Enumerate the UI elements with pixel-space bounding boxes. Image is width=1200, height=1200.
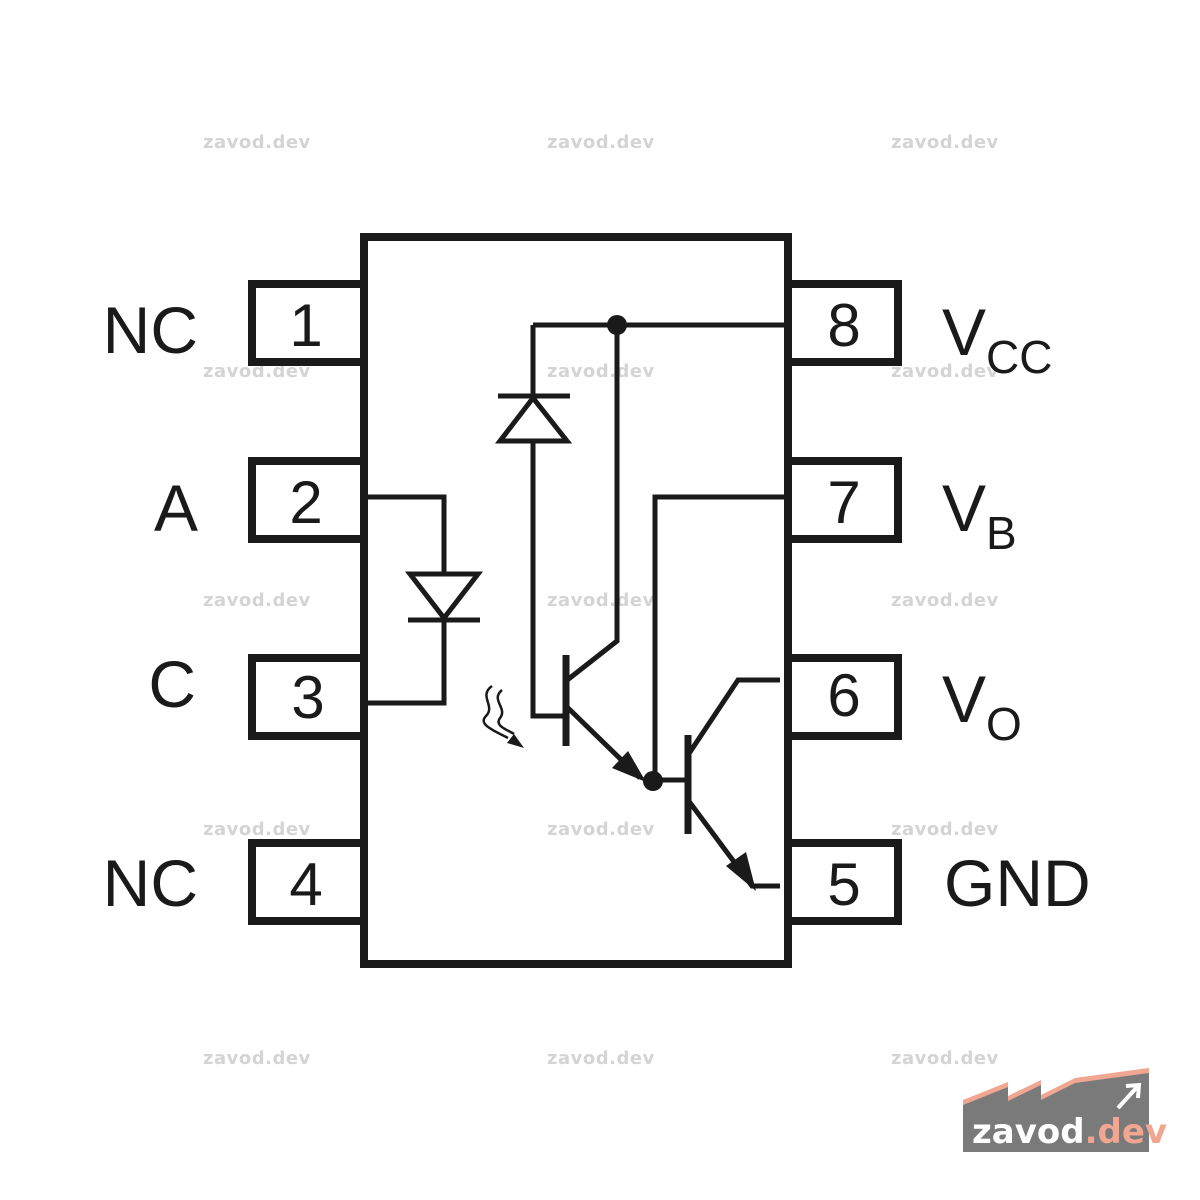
pin-label-1: NC xyxy=(103,293,198,367)
pin-number-1: 1 xyxy=(289,292,322,359)
pin-number-3: 3 xyxy=(291,664,324,731)
watermark-text: zavod.dev xyxy=(547,590,655,611)
pin-label-3: C xyxy=(148,647,196,721)
watermark-text: zavod.dev xyxy=(891,132,999,153)
led-diode-symbol xyxy=(404,571,484,623)
logo-text-accent: .dev xyxy=(1085,1112,1167,1152)
pin-label-8: VCC xyxy=(942,295,1052,383)
pin-label-6: VO xyxy=(942,662,1022,750)
logo-text-main: zavod xyxy=(972,1112,1085,1152)
circuit-fills xyxy=(507,315,756,891)
q1-emitter-arrowhead xyxy=(612,751,646,782)
photodiode-to-base xyxy=(530,441,566,719)
photodiode-symbol xyxy=(494,393,573,444)
watermark-text: zavod.dev xyxy=(891,1048,999,1069)
pin-5-box xyxy=(788,839,902,925)
pin-number-4: 4 xyxy=(289,851,322,918)
base-junction-dot xyxy=(643,771,663,791)
led-cathode-wire xyxy=(368,619,447,706)
watermark-text: zavod.dev xyxy=(891,590,999,611)
q2-collector-wire xyxy=(685,677,780,757)
pin-1-box xyxy=(248,280,364,366)
logo-background xyxy=(963,1073,1149,1152)
vcc-junction-dot xyxy=(607,315,627,335)
q2-emitter-wire xyxy=(685,798,780,889)
watermark-text: zavod.dev xyxy=(547,361,655,382)
q1-collector-wire xyxy=(564,325,620,683)
right-pins xyxy=(788,280,902,925)
watermark-text: zavod.dev xyxy=(203,1048,311,1069)
pin-label-7-sub: B xyxy=(986,507,1017,559)
pin-8-box xyxy=(788,280,902,366)
pin-2-box xyxy=(248,457,364,543)
pin-number-7: 7 xyxy=(827,469,860,536)
vb-wire xyxy=(652,494,788,780)
pin-label-2: A xyxy=(154,471,198,545)
pin-label-4: NC xyxy=(103,846,198,920)
watermark-text: zavod.dev xyxy=(547,1048,655,1069)
pin-3-box xyxy=(248,654,364,740)
pin-6-box xyxy=(788,654,902,740)
pin-label-7: VB xyxy=(942,471,1017,559)
logo-text: zavod.dev xyxy=(972,1112,1167,1152)
watermarks: zavod.dev zavod.dev zavod.dev zavod.dev … xyxy=(203,132,999,1069)
ic-body xyxy=(360,233,792,968)
left-pins xyxy=(248,280,364,925)
pin-label-6-sub: O xyxy=(986,698,1022,750)
pin-number-5: 5 xyxy=(827,851,860,918)
light-arrow-2 xyxy=(496,689,515,736)
watermark-text: zavod.dev xyxy=(891,361,999,382)
pin-label-8-main: V xyxy=(942,295,986,369)
watermark-text: zavod.dev xyxy=(547,819,655,840)
watermark-text: zavod.dev xyxy=(203,132,311,153)
pin-number-8: 8 xyxy=(827,292,860,359)
transistor-bases xyxy=(562,655,692,834)
pin-number-2: 2 xyxy=(289,469,322,536)
pin-7-box xyxy=(788,457,902,543)
pin-label-6-main: V xyxy=(942,662,986,736)
pin-label-5: GND xyxy=(944,846,1091,920)
watermark-text: zavod.dev xyxy=(547,132,655,153)
zavod-logo: zavod.dev xyxy=(963,1068,1167,1152)
watermark-text: zavod.dev xyxy=(891,819,999,840)
watermark-text: zavod.dev xyxy=(203,819,311,840)
pin-label-7-main: V xyxy=(942,471,986,545)
pin-4-box xyxy=(248,839,364,925)
watermark-text: zavod.dev xyxy=(203,361,311,382)
logo-arrow-icon xyxy=(1116,1082,1142,1110)
pin-label-8-sub: CC xyxy=(986,331,1052,383)
watermark-text: zavod.dev xyxy=(203,590,311,611)
logo-accent-roof xyxy=(963,1068,1149,1110)
light-arrow-1 xyxy=(482,684,509,740)
internal-circuit xyxy=(368,322,788,889)
q2-emitter-arrowhead xyxy=(726,852,756,891)
light-arrowhead xyxy=(507,734,524,748)
pin-number-6: 6 xyxy=(827,662,860,729)
led-anode-wire xyxy=(368,494,447,572)
